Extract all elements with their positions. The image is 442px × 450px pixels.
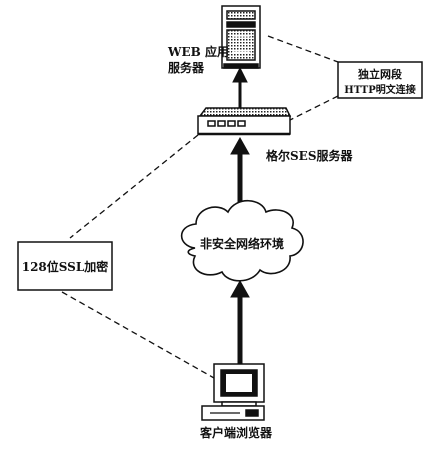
isolated-segment-line1: 独立网段 [357,67,402,81]
client-computer-icon [201,363,265,421]
arrowhead-client-to-cloud [230,279,250,298]
ses-server-icon [197,107,292,136]
insecure-network-cloud [180,199,304,282]
web-server-icon [221,5,261,69]
connector-ses-to-ssl [69,134,199,239]
arrows [230,66,250,364]
ssl-encryption-box [17,241,113,291]
arrowhead-cloud-to-ses [230,136,250,155]
web-server-label-line1: WEB 应用 [167,44,229,59]
connector-ssl-to-client [61,291,215,379]
connector-callout-to-ses [285,95,339,123]
ssl-encryption-label: 128位SSL加密 [22,259,109,274]
client-browser-label: 客户端浏览器 [199,425,273,440]
arrowhead-ses-to-web [232,66,248,83]
dashed-connectors [61,35,339,379]
web-server-label-line2: 服务器 [168,60,205,75]
isolated-segment-line2: HTTP明文连接 [344,83,416,96]
isolated-segment-box [337,61,423,99]
insecure-network-label: 非安全网络环境 [200,236,284,251]
connector-web-to-callout [267,35,339,63]
ses-server-label: 格尔SES服务器 [266,148,353,163]
